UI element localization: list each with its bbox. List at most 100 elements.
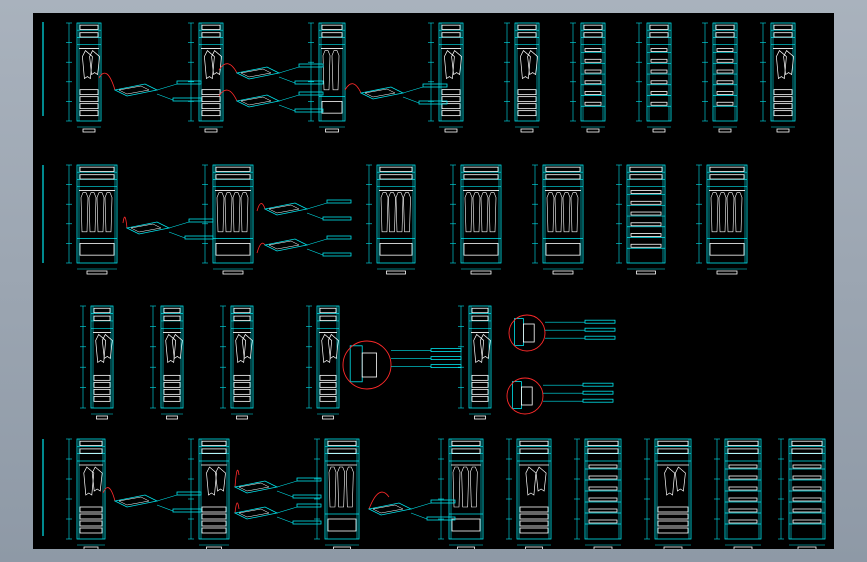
garment-shape bbox=[331, 50, 340, 91]
annotation-leader bbox=[156, 504, 174, 512]
isometric-detail bbox=[367, 502, 413, 516]
isometric-detail bbox=[125, 221, 171, 235]
isometric-detail-inner bbox=[268, 204, 300, 214]
drawer bbox=[233, 374, 251, 381]
callout-detail bbox=[233, 469, 322, 499]
garment-shape bbox=[346, 466, 354, 508]
cabinet-elevation-row4 bbox=[314, 438, 360, 549]
drawer bbox=[319, 388, 337, 395]
drawer bbox=[79, 242, 115, 256]
dimension-label-mark bbox=[636, 270, 656, 275]
drawer bbox=[201, 110, 221, 117]
dimension-label-mark bbox=[204, 128, 218, 133]
garment-shape bbox=[88, 192, 97, 233]
folded-item bbox=[79, 32, 99, 38]
folded-item bbox=[792, 486, 822, 491]
folded-item bbox=[773, 24, 793, 30]
drawer bbox=[773, 103, 793, 110]
drawer bbox=[201, 513, 227, 520]
folded-item bbox=[587, 448, 619, 454]
cabinet-frame bbox=[198, 22, 224, 122]
isometric-detail-inner bbox=[372, 504, 404, 514]
wardrobe-elevation-drawing-set bbox=[33, 13, 834, 549]
folded-item bbox=[588, 486, 618, 491]
annotation-leader bbox=[168, 231, 186, 239]
folded-item bbox=[629, 166, 663, 172]
garment-shape bbox=[224, 192, 233, 233]
cabinet-frame bbox=[654, 438, 692, 540]
drawer bbox=[471, 388, 489, 395]
cad-model-viewport[interactable] bbox=[33, 13, 834, 549]
garment-shape bbox=[562, 192, 571, 233]
garment-shape bbox=[783, 50, 794, 76]
folded-item bbox=[716, 69, 734, 74]
cabinet-frame bbox=[580, 22, 606, 122]
cabinet-frame bbox=[160, 305, 184, 409]
dimension-label-mark bbox=[663, 546, 683, 549]
garment-shape bbox=[83, 466, 95, 496]
dimension-label-mark bbox=[236, 415, 248, 420]
drawer bbox=[441, 110, 461, 117]
folded-item bbox=[233, 307, 251, 314]
annotation-leader bbox=[306, 248, 324, 256]
cabinet-elevation-row4 bbox=[438, 438, 484, 549]
annotation-mark bbox=[172, 508, 202, 513]
folded-item bbox=[728, 475, 758, 480]
folded-item bbox=[709, 166, 745, 172]
garment-shape bbox=[527, 50, 538, 76]
callout-detail bbox=[218, 63, 324, 85]
callout-leader bbox=[98, 72, 116, 91]
drawer bbox=[233, 395, 251, 402]
cabinet-frame bbox=[76, 164, 118, 264]
folded-item bbox=[588, 519, 618, 524]
folded-item bbox=[321, 32, 343, 38]
folded-item bbox=[716, 48, 734, 52]
cabinet-frame bbox=[230, 305, 254, 409]
section-profile-inner bbox=[520, 386, 533, 406]
garment-shape bbox=[718, 192, 727, 233]
callout-leader bbox=[256, 242, 266, 254]
dimension-label-mark bbox=[716, 270, 738, 275]
folded-item bbox=[650, 91, 668, 95]
drawer bbox=[93, 388, 111, 395]
folded-item bbox=[588, 497, 618, 502]
cabinet-elevation-row3 bbox=[220, 305, 254, 420]
cabinet-frame bbox=[706, 164, 748, 264]
folded-item bbox=[773, 32, 793, 38]
annotation-leader bbox=[402, 86, 424, 94]
cabinet-frame bbox=[438, 22, 464, 122]
folded-item bbox=[463, 166, 499, 172]
section-profile bbox=[349, 345, 363, 383]
detail-circle bbox=[506, 377, 544, 415]
garment-shape bbox=[235, 333, 247, 364]
cabinet-elevation-row1 bbox=[570, 22, 606, 133]
annotation-mark bbox=[422, 83, 448, 88]
drawer bbox=[657, 506, 689, 513]
cabinet-frame bbox=[646, 22, 672, 122]
dimension-label-mark bbox=[206, 546, 222, 549]
cabinet-frame bbox=[212, 164, 254, 264]
garment-shape bbox=[403, 192, 411, 233]
garment-shape bbox=[328, 466, 337, 508]
drawer bbox=[233, 388, 251, 395]
folded-item bbox=[716, 101, 734, 106]
garment-shape bbox=[554, 192, 563, 233]
drawer bbox=[471, 381, 489, 388]
dimension-label-mark bbox=[386, 270, 406, 275]
dimension-label-mark bbox=[325, 128, 339, 133]
drawer bbox=[463, 242, 499, 256]
folded-item bbox=[79, 24, 99, 30]
garment-shape bbox=[480, 192, 489, 233]
callout-detail bbox=[256, 199, 352, 221]
annotation-leader bbox=[276, 516, 294, 524]
annotation-leader bbox=[410, 512, 428, 520]
drawer bbox=[93, 381, 111, 388]
folded-item bbox=[791, 448, 823, 454]
folded-item bbox=[650, 69, 668, 74]
drawer bbox=[441, 89, 461, 96]
drawer bbox=[773, 96, 793, 103]
garment-shape bbox=[95, 333, 107, 364]
folded-item bbox=[728, 519, 758, 524]
garment-shape bbox=[479, 333, 491, 360]
isometric-detail-inner bbox=[268, 240, 300, 250]
